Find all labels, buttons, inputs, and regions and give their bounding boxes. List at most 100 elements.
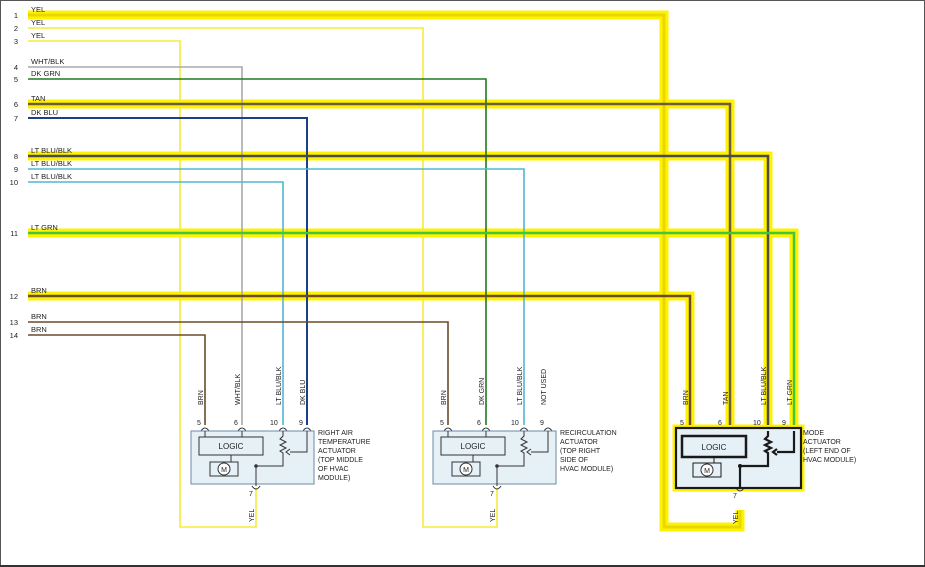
motor-label: M — [221, 467, 227, 474]
desc-line: HVAC MODULE) — [560, 466, 613, 473]
wire-num: 8 — [14, 152, 18, 161]
desc-line: SIDE OF — [560, 457, 588, 464]
wire-num: 5 — [14, 75, 18, 84]
wire-10 — [28, 181, 284, 425]
wire-label: BRN — [31, 325, 47, 334]
wire-layer — [28, 13, 796, 529]
pin-wire-label: BRN — [198, 390, 205, 405]
pin-wire-label: LT BLU/BLK — [761, 366, 768, 405]
wire-num: 13 — [10, 318, 18, 327]
wire-num: 12 — [10, 292, 18, 301]
pin-number: 10 — [270, 420, 278, 427]
desc-line: ACTUATOR — [803, 439, 841, 446]
wire-label: YEL — [31, 5, 45, 14]
desc-line: (TOP MIDDLE — [318, 457, 363, 464]
desc-line: (TOP RIGHT — [560, 448, 601, 455]
internal-wiring — [447, 431, 549, 486]
wire-2 — [28, 27, 498, 528]
wire-num: 10 — [10, 178, 18, 187]
ground-wire-label: YEL — [733, 511, 740, 524]
ground-pin-number: 7 — [490, 491, 494, 498]
internal-wiring-highlighted — [738, 431, 796, 488]
pin-number: 9 — [299, 420, 303, 427]
pin-number: 10 — [753, 420, 761, 427]
wire-label: DK BLU — [31, 108, 58, 117]
desc-line: OF HVAC — [318, 466, 349, 473]
logic-label: LOGIC — [461, 442, 486, 451]
wire-11 — [28, 231, 796, 425]
wire-13 — [28, 321, 449, 425]
pin-wire-label: DK BLU — [300, 380, 307, 405]
logic-label: LOGIC — [702, 443, 727, 452]
pin-wire-label: LT BLU/BLK — [517, 366, 524, 405]
module-description: RECIRCULATION ACTUATOR (TOP RIGHT SIDE O… — [560, 430, 617, 473]
wire-num: 11 — [10, 229, 18, 238]
internal-wiring — [204, 431, 308, 486]
wire-9 — [28, 168, 525, 425]
desc-line: TEMPERATURE — [318, 439, 371, 446]
module-description: RIGHT AIR TEMPERATURE ACTUATOR (TOP MIDD… — [318, 430, 371, 482]
desc-line: MODULE) — [318, 475, 350, 482]
connector-symbols — [443, 427, 553, 490]
pin-wire-label: TAN — [723, 392, 730, 405]
motor-icon — [700, 463, 714, 477]
module-description: MODE ACTUATOR (LEFT END OF HVAC MODULE) — [803, 430, 856, 464]
wire-num: 9 — [14, 165, 18, 174]
wire-num: 4 — [14, 63, 18, 72]
wire-3 — [28, 40, 257, 528]
wire-label: DK GRN — [31, 69, 60, 78]
wire-num: 3 — [14, 37, 18, 46]
right-air-temp-actuator[interactable]: BRN WHT/BLK LT BLU/BLK DK BLU 5 6 10 9 L… — [190, 366, 371, 522]
wire-label: LT BLU/BLK — [31, 172, 72, 181]
wire-label: LT GRN — [31, 223, 58, 232]
wire-12 — [28, 294, 692, 425]
pin-number: 6 — [477, 420, 481, 427]
wire-num: 6 — [14, 100, 18, 109]
wire-label: WHT/BLK — [31, 57, 64, 66]
motor-label: M — [463, 467, 469, 474]
pin-wire-label: BRN — [441, 390, 448, 405]
junction-dot — [495, 464, 499, 468]
wire-6 — [28, 102, 732, 425]
wire-4 — [28, 66, 243, 425]
pin-numbers: 5 6 10 9 — [440, 420, 544, 427]
wire-label: TAN — [31, 94, 45, 103]
mode-actuator[interactable]: BRN TAN LT BLU/BLK LT GRN 5 6 10 9 LOGIC… — [674, 366, 856, 524]
pin-number: 5 — [680, 420, 684, 427]
wire-label: LT BLU/BLK — [31, 146, 72, 155]
highlight-wire-11 — [28, 228, 799, 425]
pin-wire-label: LT GRN — [787, 380, 794, 405]
ground-wire-label: YEL — [490, 509, 497, 522]
pin-number: 6 — [234, 420, 238, 427]
desc-line: MODE — [803, 430, 824, 437]
wire-8 — [28, 154, 770, 425]
pin-wire-labels: BRN WHT/BLK LT BLU/BLK DK BLU — [198, 366, 307, 405]
wire-1 — [28, 13, 742, 529]
wire-label: BRN — [31, 286, 47, 295]
pin-number: 9 — [782, 420, 786, 427]
pin-number: 5 — [440, 420, 444, 427]
pin-number: 6 — [718, 420, 722, 427]
wire-label: LT BLU/BLK — [31, 159, 72, 168]
recirculation-actuator[interactable]: BRN DK GRN LT BLU/BLK NOT USED 5 6 10 9 … — [432, 366, 617, 522]
ground-wire-label: YEL — [249, 509, 256, 522]
desc-line: HVAC MODULE) — [803, 457, 856, 464]
pin-wire-labels: BRN DK GRN LT BLU/BLK NOT USED — [441, 366, 548, 405]
wire-label: YEL — [31, 18, 45, 27]
motor-icon — [217, 462, 231, 476]
motor-icon — [459, 462, 473, 476]
desc-line: ACTUATOR — [560, 439, 598, 446]
pin-number: 10 — [511, 420, 519, 427]
ground-pin-number: 7 — [249, 491, 253, 498]
junction-dot — [254, 464, 258, 468]
internal-wiring — [692, 457, 722, 478]
wire-label: BRN — [31, 312, 47, 321]
highlight-wire-1 — [28, 10, 745, 532]
wire-5 — [28, 78, 487, 425]
pin-numbers: 5 6 10 9 — [197, 420, 303, 427]
desc-line: (LEFT END OF — [803, 448, 851, 455]
pin-wire-label: LT BLU/BLK — [276, 366, 283, 405]
pin-wire-label: WHT/BLK — [235, 374, 242, 405]
pin-wire-label: DK GRN — [479, 378, 486, 405]
